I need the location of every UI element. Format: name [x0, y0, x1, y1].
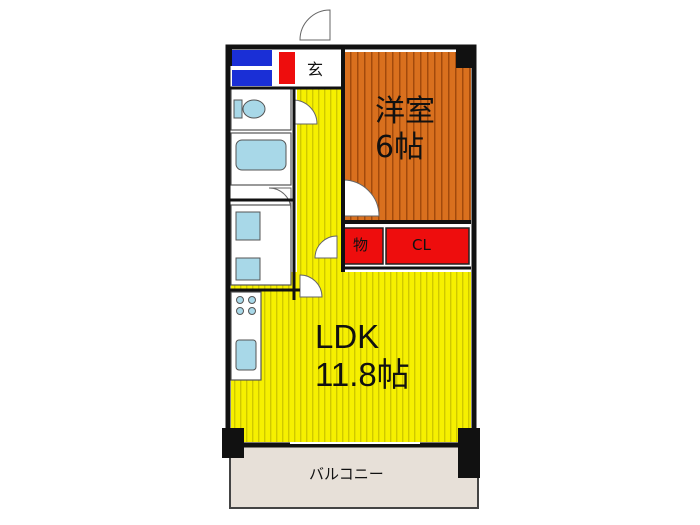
hall-door-swing-1	[314, 235, 338, 259]
ldk-size: 11.8帖	[315, 356, 410, 393]
stove-burner-2	[248, 296, 256, 304]
shoe-box-upper	[232, 50, 272, 66]
stove-burner-4	[248, 307, 256, 315]
balcony-label: バルコニー	[309, 465, 384, 483]
wash-basin	[235, 211, 261, 241]
ldk-floor	[231, 272, 471, 442]
walls	[225, 44, 477, 448]
column-top-left	[228, 46, 232, 66]
washing-machine	[235, 257, 261, 281]
kitchen-sink	[235, 339, 257, 371]
toilet-tank	[233, 99, 243, 119]
western-door-swing	[342, 179, 380, 217]
stove-burner-1	[236, 296, 244, 304]
column-bottom-right	[458, 428, 480, 478]
entrance-floor	[297, 52, 343, 88]
washroom-door-swing	[268, 187, 292, 211]
closet-label: CL	[412, 236, 431, 254]
entrance-red-mat	[279, 52, 295, 84]
stove-burner-3	[236, 307, 244, 315]
western-room-size: 6帖	[375, 130, 425, 165]
shoe-box-lower	[232, 70, 272, 86]
balcony-area	[229, 439, 479, 509]
ldk-name: LDK	[315, 318, 380, 355]
entrance-label: 玄	[307, 60, 324, 79]
western-room-name: 洋室	[375, 94, 435, 129]
closet-box	[385, 227, 470, 265]
storage-label: 物	[353, 236, 369, 254]
toilet-door-swing	[292, 99, 318, 125]
column-bottom-left	[222, 428, 244, 458]
toilet-bowl	[242, 99, 266, 119]
column-top-right	[456, 46, 476, 68]
hall-door-swing-2	[299, 274, 323, 298]
bathtub	[235, 139, 287, 171]
entrance-door-swing	[299, 9, 331, 41]
